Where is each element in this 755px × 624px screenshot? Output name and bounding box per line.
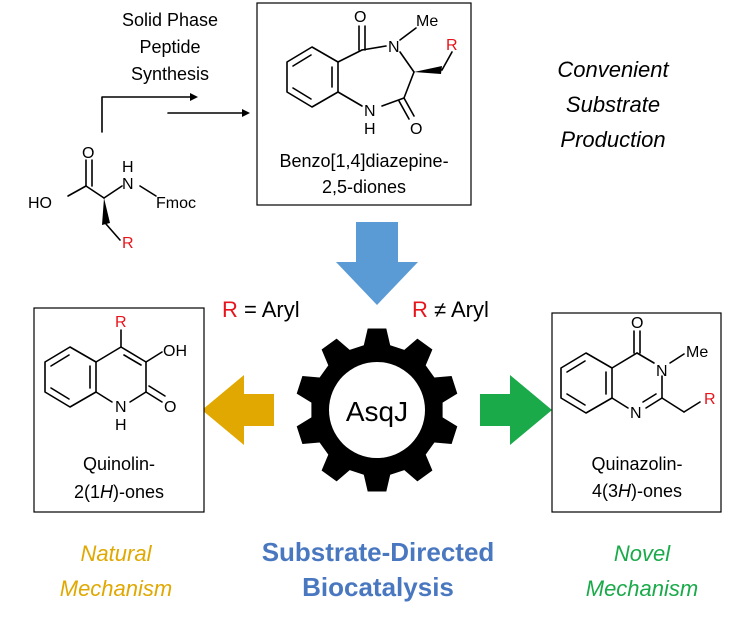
center-line2: Biocatalysis (302, 572, 454, 602)
quinazolinone-box (551, 312, 722, 513)
center-line1: Substrate-Directed (262, 537, 495, 567)
quinolinone-name-line1: Quinolin- (83, 454, 155, 474)
quin-n: N (115, 399, 127, 416)
branch-left-rest: = Aryl (238, 297, 300, 322)
branch-right-rest: ≠ Aryl (428, 297, 489, 322)
aa-ho: HO (28, 195, 52, 212)
qz-o: O (631, 315, 643, 332)
left-arrow (202, 375, 274, 445)
natural-line2: Mechanism (60, 576, 172, 601)
branch-right-label: R ≠ Aryl (412, 297, 489, 322)
natural-line1: Natural (81, 541, 153, 566)
fmoc-amino-acid: HO O H N Fmoc R (28, 145, 196, 252)
novel-line2: Mechanism (586, 576, 698, 601)
quinazolinone-structure: O N Me N R (560, 315, 716, 422)
bzd-name-line1: Benzo[1,4]diazepine- (279, 151, 448, 171)
down-arrow (336, 222, 418, 305)
branch-left-r: R (222, 297, 238, 322)
bzd-n-top: N (388, 39, 400, 56)
substrate-note-line2: Substrate (566, 92, 660, 117)
quin-r: R (115, 314, 127, 331)
natural-mechanism-caption: Natural Mechanism (60, 541, 172, 601)
synthesis-arrows (101, 93, 250, 133)
bzd-r: R (446, 37, 458, 54)
synthesis-label: Solid Phase Peptide Synthesis (122, 10, 218, 84)
synthesis-line3: Synthesis (131, 64, 209, 84)
quinazolinone-name-line1: Quinazolin- (591, 454, 682, 474)
synthesis-line2: Peptide (139, 37, 200, 57)
svg-text:R = Aryl: R = Aryl (222, 297, 300, 322)
quinolinone-box (33, 307, 205, 513)
aa-o: O (82, 145, 94, 162)
svg-text:R ≠ Aryl: R ≠ Aryl (412, 297, 489, 322)
bzd-nh-n: N (364, 103, 376, 120)
bzd-me: Me (416, 13, 438, 30)
bzd-o-bottom: O (410, 121, 422, 138)
qz-r: R (704, 391, 716, 408)
substrate-note: Convenient Substrate Production (557, 57, 669, 152)
gear-icon: AsqJ (296, 328, 458, 492)
branch-right-r: R (412, 297, 428, 322)
right-arrow (480, 375, 552, 445)
qz-n1: N (630, 405, 642, 422)
novel-line1: Novel (614, 541, 671, 566)
synthesis-line1: Solid Phase (122, 10, 218, 30)
substrate-note-line3: Production (560, 127, 665, 152)
bzd-nh-h: H (364, 121, 376, 138)
center-caption: Substrate-Directed Biocatalysis (262, 537, 495, 602)
aa-nh-n: N (122, 176, 134, 193)
branch-left-label: R = Aryl (222, 297, 300, 322)
quin-o: O (164, 399, 176, 416)
qz-me: Me (686, 344, 708, 361)
bzd-structure: O N Me R N H O (286, 9, 458, 138)
substrate-note-line1: Convenient (557, 57, 669, 82)
quinolinone-structure: R OH O N H (44, 314, 187, 434)
quinolinone-name-line2: 2(1H)-ones (74, 482, 164, 502)
aa-fmoc: Fmoc (156, 195, 196, 212)
quin-oh: OH (163, 343, 187, 360)
qz-n3: N (656, 363, 668, 380)
quinazolinone-name-line2: 4(3H)-ones (592, 481, 682, 501)
bzd-o-top: O (354, 9, 366, 26)
bzd-box (256, 2, 472, 206)
quin-h: H (115, 417, 127, 434)
aa-r: R (122, 235, 134, 252)
novel-mechanism-caption: Novel Mechanism (586, 541, 698, 601)
bzd-name-line2: 2,5-diones (322, 177, 406, 197)
gear-label: AsqJ (346, 396, 408, 427)
aa-nh-h: H (122, 159, 134, 176)
